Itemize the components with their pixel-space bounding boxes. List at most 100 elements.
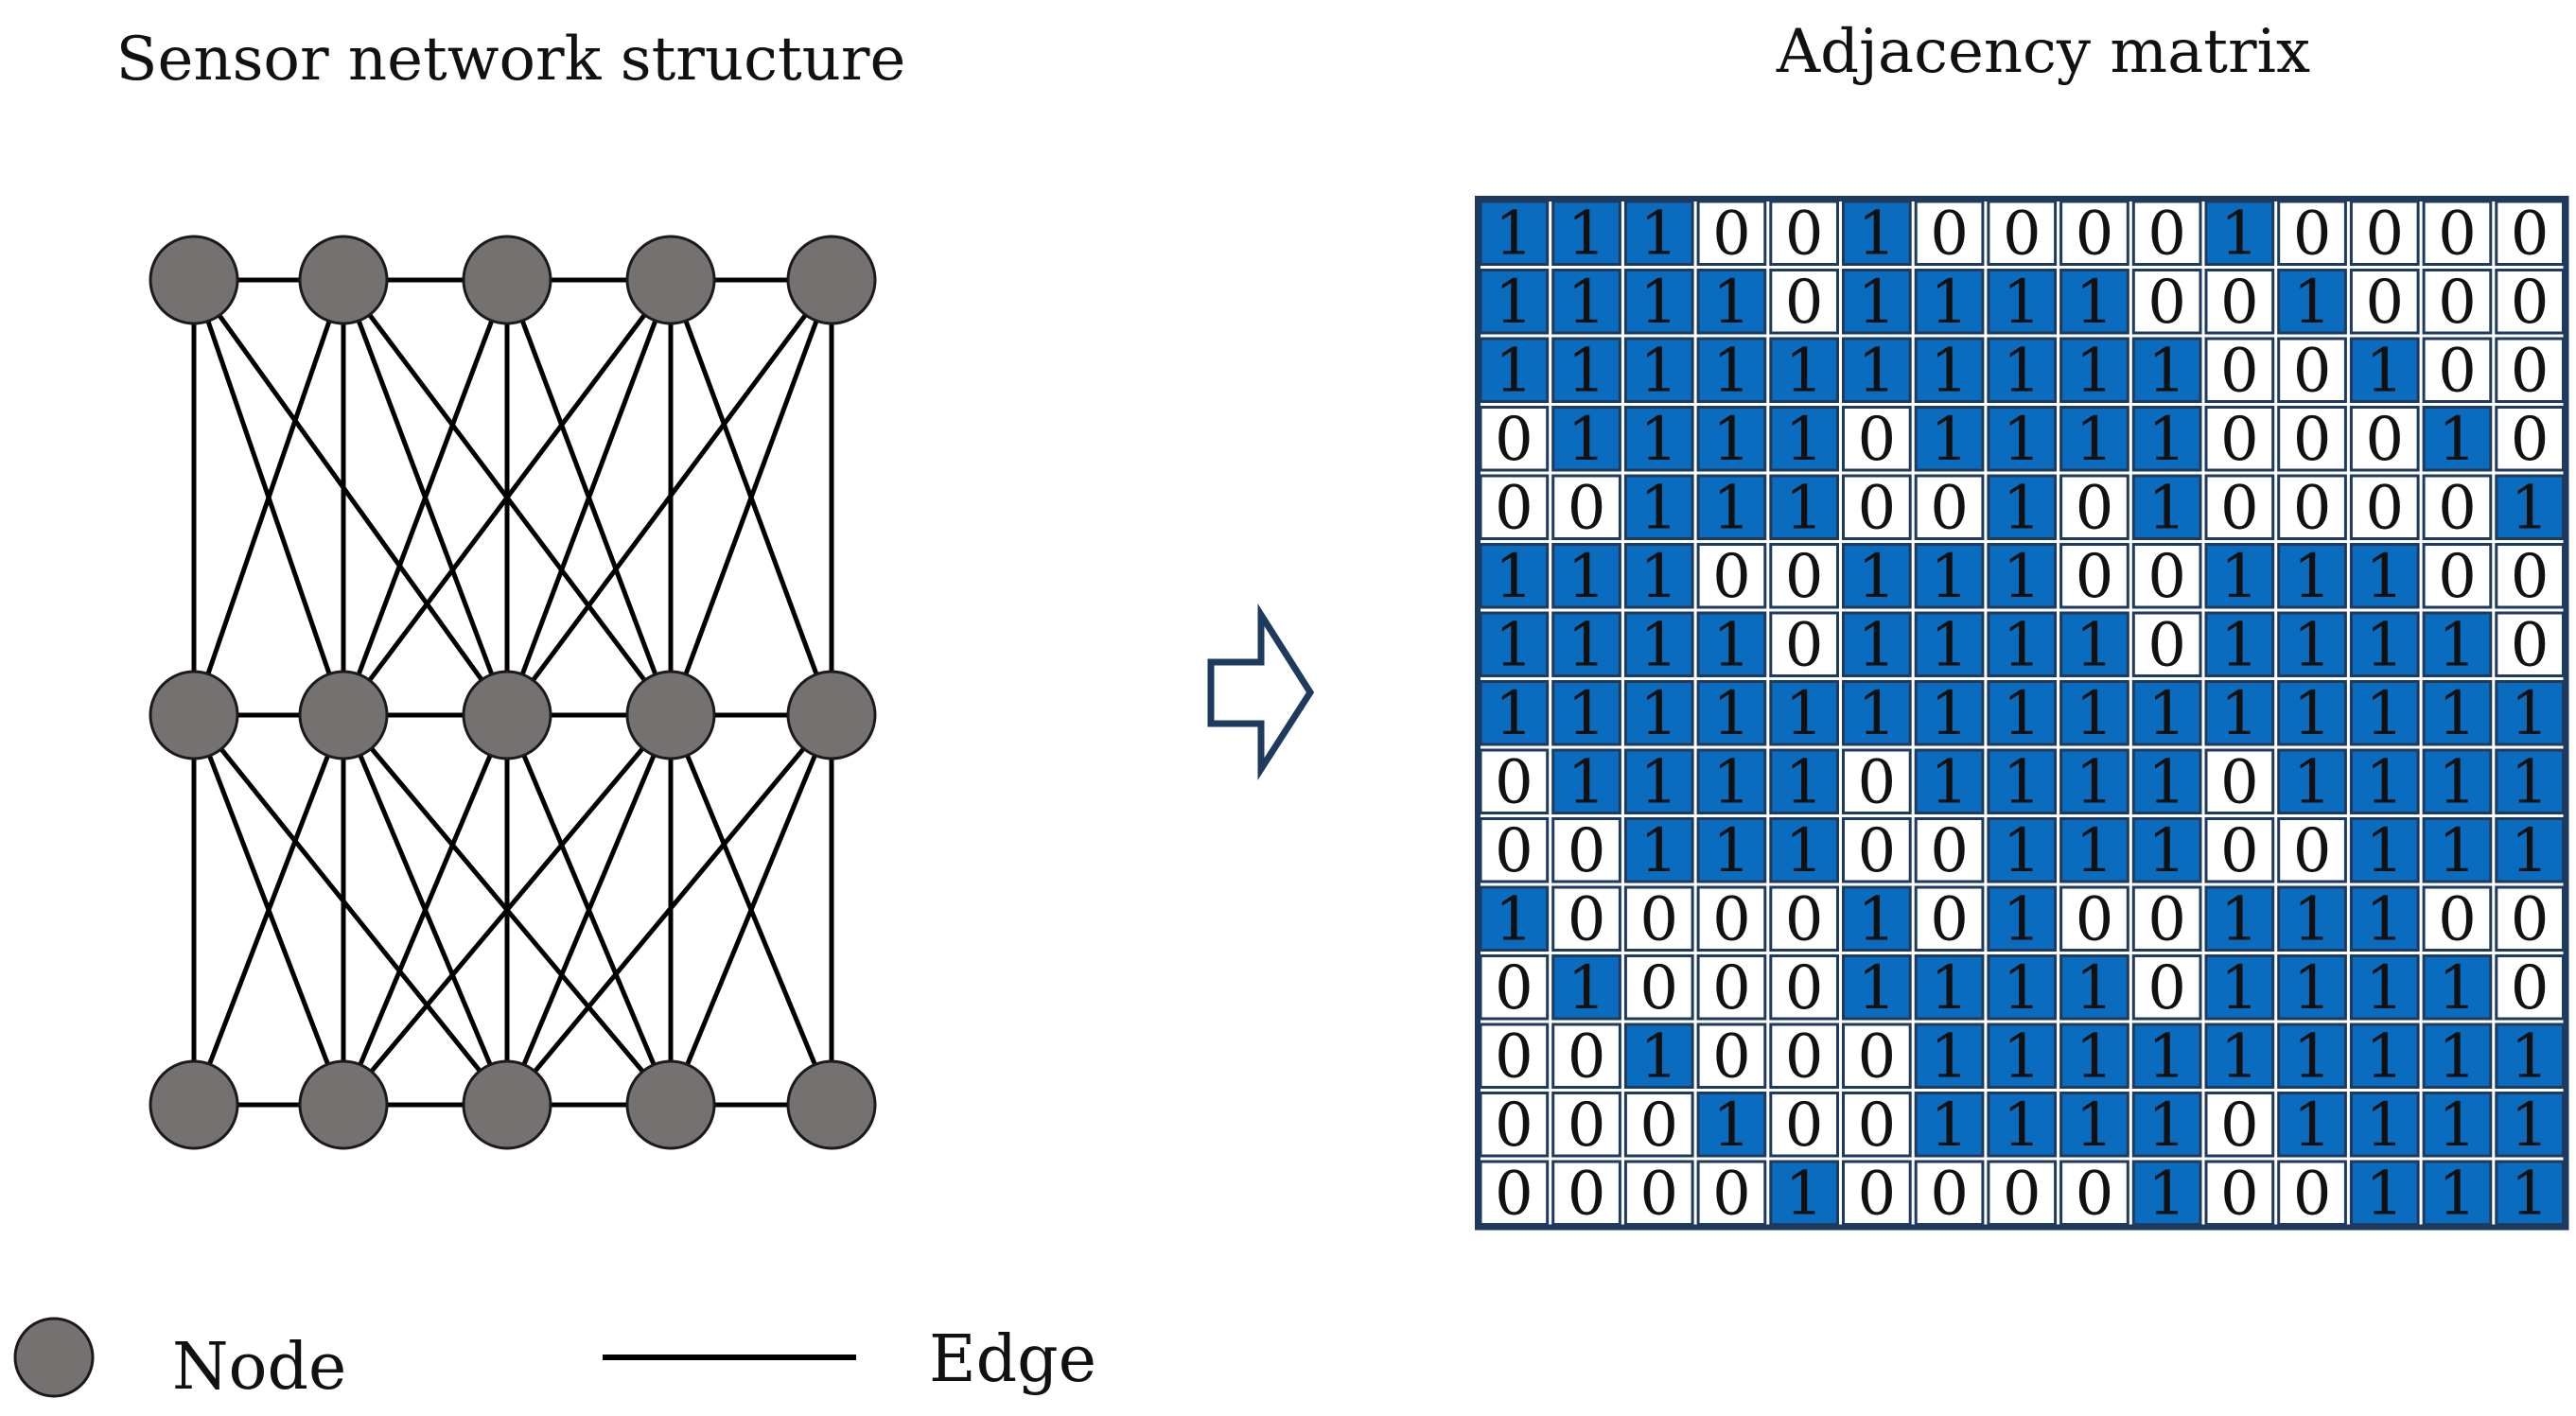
matrix-cell-value: 1	[1785, 1159, 1824, 1229]
matrix-cell-value: 0	[2220, 1159, 2259, 1229]
matrix-cell	[1842, 269, 1912, 335]
matrix-cell	[2422, 474, 2493, 540]
matrix-cell	[1551, 885, 1621, 952]
matrix-cell-value: 1	[1785, 747, 1824, 817]
matrix-cell	[2349, 1023, 2420, 1089]
matrix-cell	[2422, 885, 2493, 952]
matrix-cell	[2277, 543, 2347, 609]
matrix-cell-value: 0	[1495, 1091, 1533, 1161]
matrix-cell	[2204, 474, 2275, 540]
matrix-cell-value: 1	[1639, 542, 1678, 612]
matrix-cell-value: 1	[2511, 473, 2550, 543]
matrix-cell-value: 1	[1857, 268, 1896, 338]
matrix-cell	[1987, 885, 2058, 952]
matrix-cell-value: 0	[2220, 268, 2259, 338]
matrix-cell	[2349, 885, 2420, 952]
matrix-cell	[2059, 406, 2129, 472]
matrix-cell	[2277, 885, 2347, 952]
matrix-cell-value: 1	[2511, 1159, 2550, 1229]
matrix-cell	[2204, 406, 2275, 472]
matrix-cell-value: 1	[1930, 336, 1969, 406]
matrix-cell-value: 0	[2511, 884, 2550, 954]
matrix-cell	[1769, 748, 1840, 814]
matrix-cell-value: 1	[2076, 747, 2114, 817]
matrix-cell	[2349, 543, 2420, 609]
matrix-cell	[1696, 1092, 1767, 1158]
matrix-cell	[2495, 611, 2566, 677]
matrix-cell	[2277, 817, 2347, 883]
matrix-cell-value: 1	[2365, 610, 2404, 680]
matrix-cell	[2059, 885, 2129, 952]
matrix-cell-value: 1	[2076, 268, 2114, 338]
matrix-cell-value: 1	[1785, 679, 1824, 749]
matrix-cell	[2495, 885, 2566, 952]
matrix-cell	[2422, 269, 2493, 335]
matrix-cell	[1914, 1092, 1985, 1158]
matrix-cell-value: 1	[2220, 953, 2259, 1023]
sensor-network-graph	[149, 235, 877, 1150]
network-node	[462, 1059, 552, 1150]
matrix-cell-value: 1	[2220, 679, 2259, 749]
matrix-cell	[2204, 954, 2275, 1021]
matrix-cell	[2131, 611, 2202, 677]
matrix-cell	[2277, 1092, 2347, 1158]
matrix-cell-value: 0	[1857, 405, 1896, 475]
matrix-cell-value: 0	[2365, 268, 2404, 338]
matrix-cell-value: 1	[2293, 884, 2332, 954]
matrix-cell-value: 1	[1495, 542, 1533, 612]
matrix-cell-value: 1	[2147, 1022, 2186, 1092]
matrix-cell	[2131, 1160, 2202, 1226]
matrix-cell-value: 0	[2003, 1159, 2042, 1229]
matrix-cell-value: 0	[1785, 268, 1824, 338]
matrix-cell-value: 1	[2076, 679, 2114, 749]
matrix-cell	[2349, 269, 2420, 335]
matrix-cell	[1623, 1160, 1694, 1226]
matrix-cell-value: 1	[1712, 1091, 1751, 1161]
matrix-cell-value: 0	[1639, 1091, 1678, 1161]
matrix-cell	[2059, 817, 2129, 883]
matrix-cell	[2059, 1092, 2129, 1158]
matrix-cell	[2349, 817, 2420, 883]
matrix-cell-value: 0	[2220, 336, 2259, 406]
matrix-cell-value: 1	[1495, 268, 1533, 338]
network-edges	[191, 277, 834, 1108]
matrix-cell-value: 1	[2365, 336, 2404, 406]
matrix-cell-value: 0	[1785, 1091, 1824, 1161]
network-node	[149, 1059, 239, 1150]
matrix-cell	[2277, 954, 2347, 1021]
matrix-cell	[1696, 543, 1767, 609]
matrix-cell-value: 0	[2076, 199, 2114, 269]
matrix-cell	[2349, 1160, 2420, 1226]
matrix-cell	[2349, 954, 2420, 1021]
matrix-cell	[1551, 817, 1621, 883]
matrix-cell-value: 0	[1930, 199, 1969, 269]
matrix-cell	[1987, 200, 2058, 266]
matrix-cell-value: 1	[1785, 473, 1824, 543]
matrix-cell	[1914, 543, 1985, 609]
matrix-cell-value: 1	[2511, 1091, 2550, 1161]
matrix-cell-value: 1	[1712, 816, 1751, 886]
matrix-cell-value: 0	[2076, 473, 2114, 543]
matrix-cell	[1842, 337, 1912, 403]
matrix-cell-value: 0	[2147, 268, 2186, 338]
matrix-cell	[2422, 1160, 2493, 1226]
matrix-cell-value: 1	[1639, 1022, 1678, 1092]
matrix-cell-value: 1	[2438, 1091, 2477, 1161]
matrix-cell	[1842, 200, 1912, 266]
matrix-cell-value: 0	[2147, 610, 2186, 680]
matrix-cell	[1842, 474, 1912, 540]
matrix-cell-value: 1	[1785, 336, 1824, 406]
matrix-cell	[2277, 337, 2347, 403]
matrix-cell	[1842, 954, 1912, 1021]
matrix-cell-value: 1	[2076, 953, 2114, 1023]
matrix-cell	[2277, 406, 2347, 472]
matrix-cell	[1696, 200, 1767, 266]
matrix-cell	[1769, 406, 1840, 472]
matrix-cell-value: 1	[2076, 816, 2114, 886]
matrix-cell	[2349, 406, 2420, 472]
matrix-cell-value: 0	[2293, 816, 2332, 886]
matrix-cell-value: 0	[1785, 1022, 1824, 1092]
matrix-cell	[2131, 406, 2202, 472]
matrix-cell-value: 0	[1639, 1159, 1678, 1229]
matrix-cell-value: 0	[1495, 953, 1533, 1023]
